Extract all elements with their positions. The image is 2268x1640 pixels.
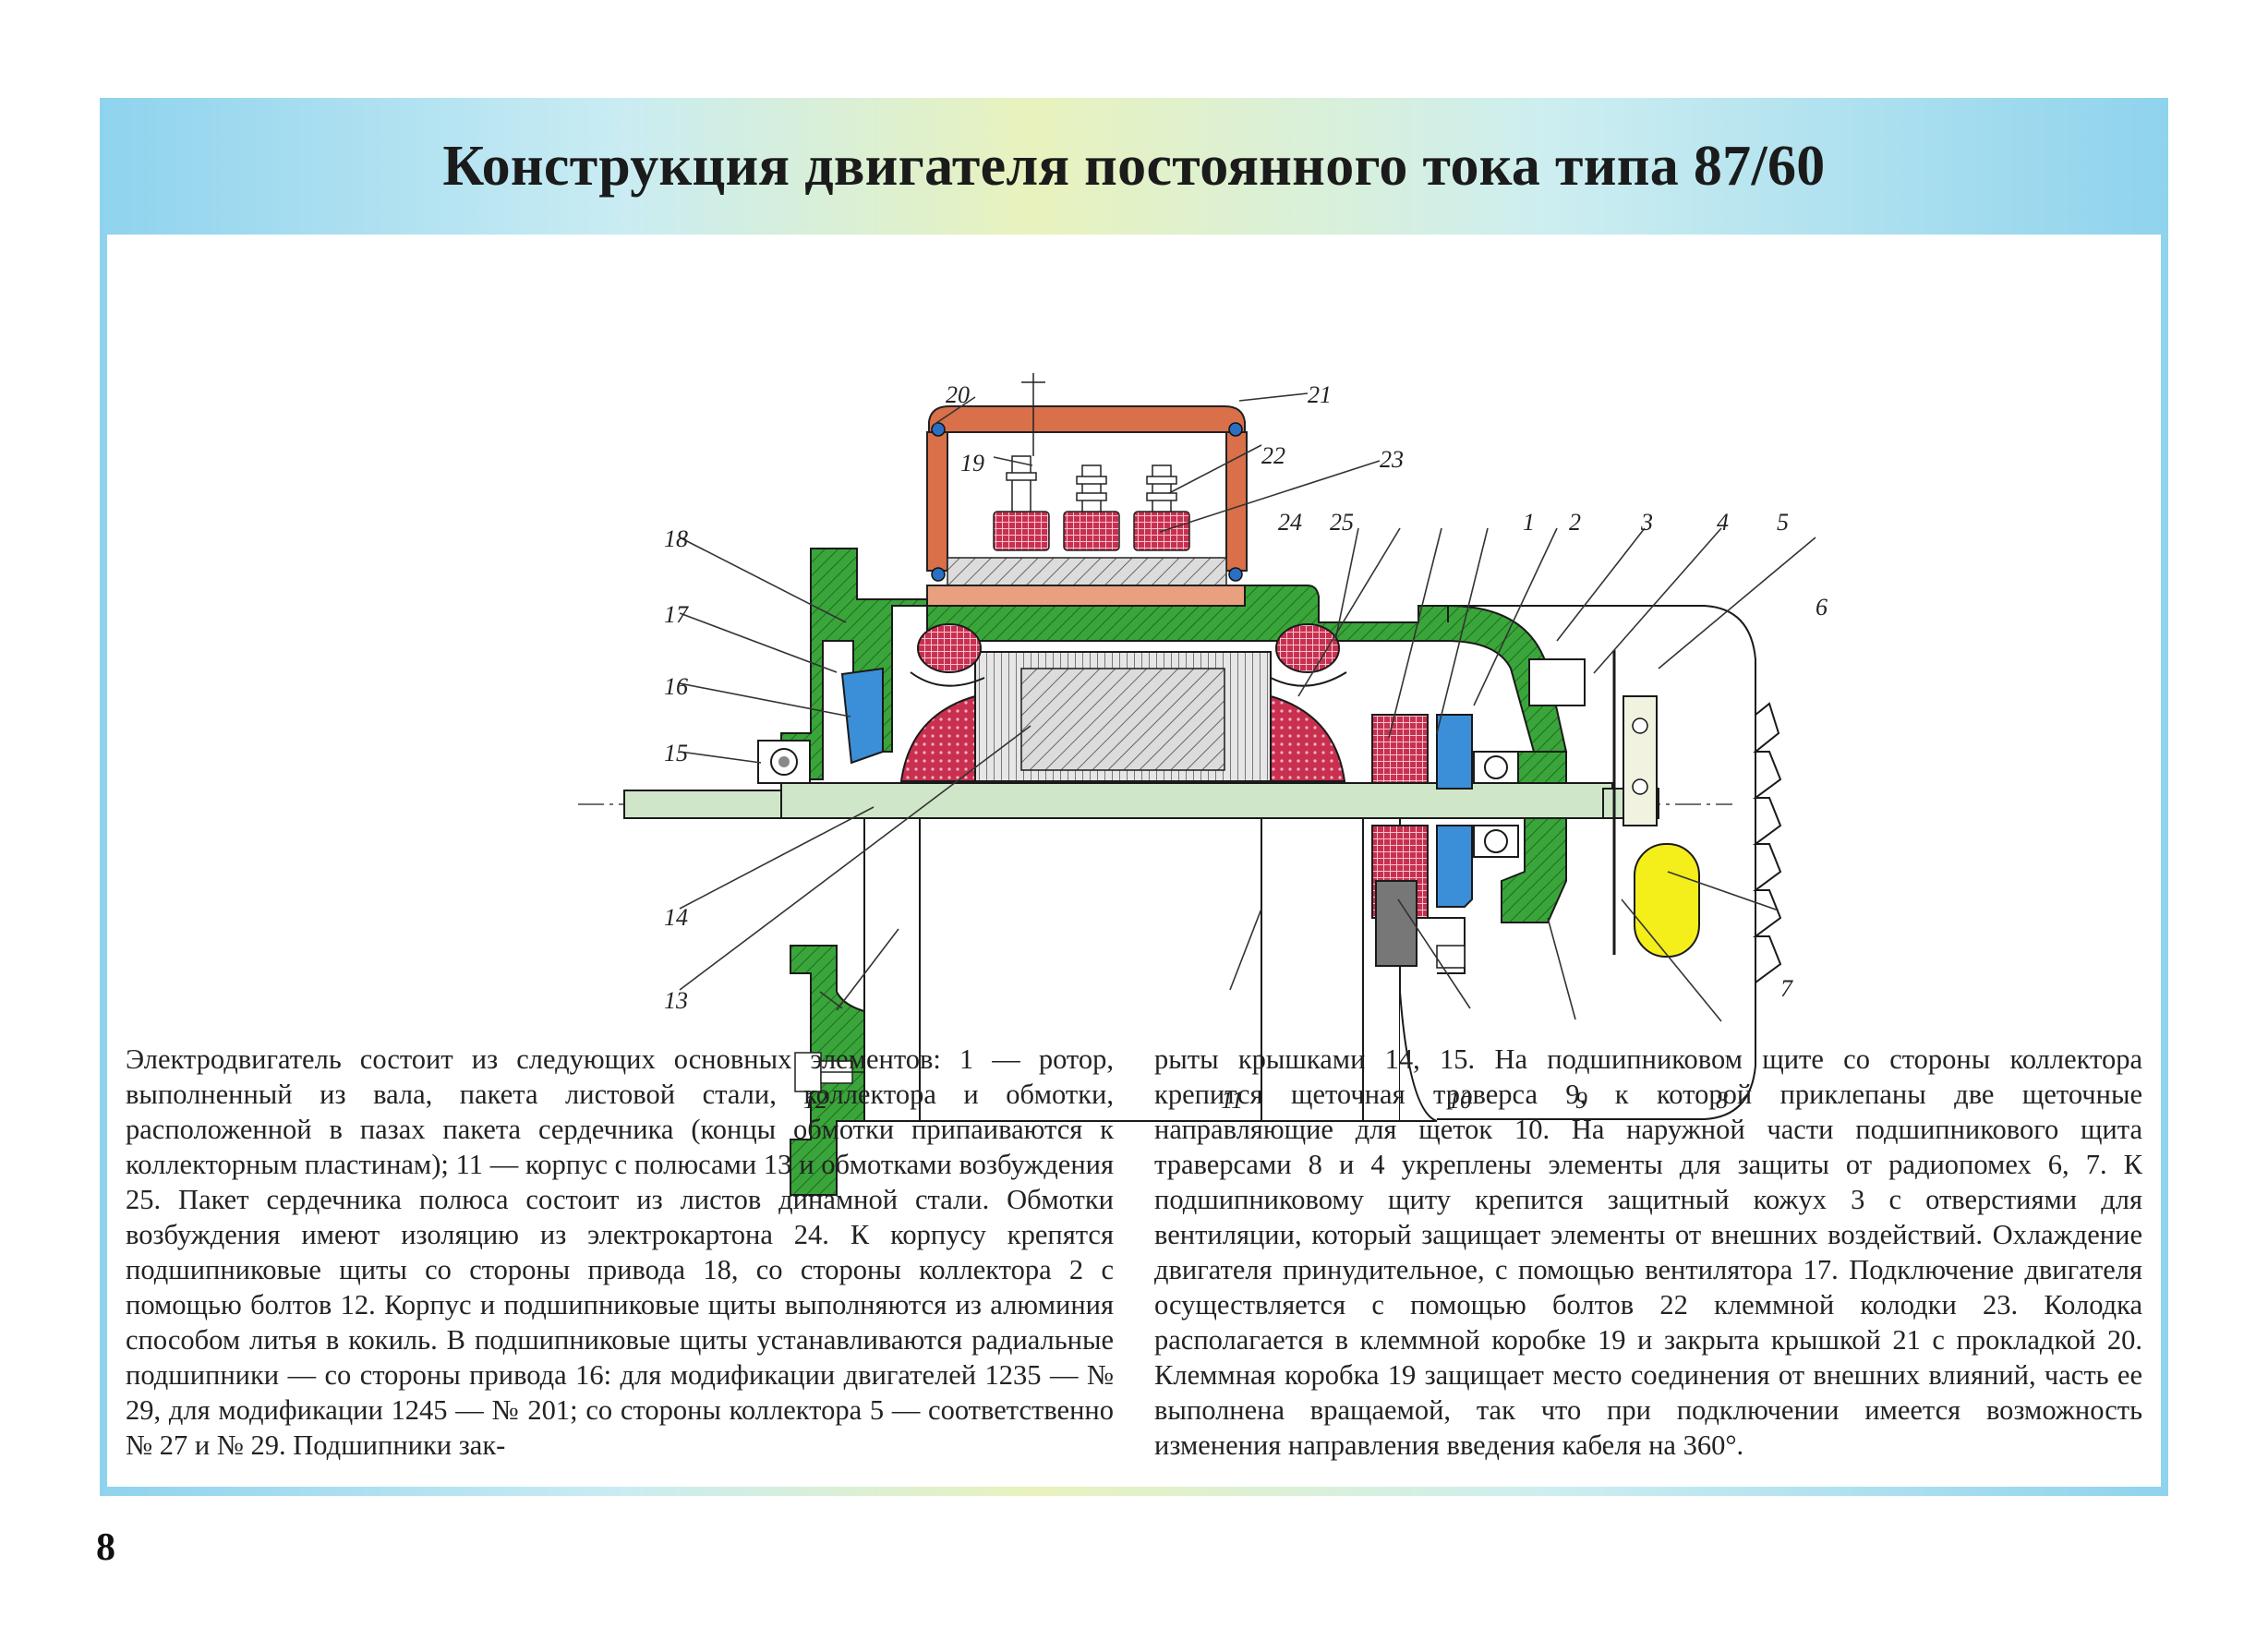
callout-5: 5 — [1777, 509, 1789, 536]
callout-22: 22 — [1261, 442, 1285, 469]
callout-24: 24 — [1278, 509, 1302, 536]
callout-11: 11 — [1221, 1087, 1243, 1114]
callout-18: 18 — [664, 525, 688, 552]
callout-20: 20 — [946, 381, 970, 408]
callout-23: 23 — [1380, 446, 1404, 473]
page-title: Конструкция двигателя постоянного тока т… — [442, 134, 1826, 198]
poster-frame: Конструкция двигателя постоянного тока т… — [100, 98, 2168, 1496]
title-band: Конструкция двигателя постоянного тока т… — [100, 98, 2168, 235]
callout-labels: 1 2 3 4 5 6 7 8 9 10 11 12 13 14 15 16 1… — [664, 381, 1828, 1114]
callout-3: 3 — [1640, 509, 1653, 536]
callout-16: 16 — [664, 673, 688, 700]
callout-14: 14 — [664, 904, 688, 931]
motor-cross-section-diagram: 1 2 3 4 5 6 7 8 9 10 11 12 13 14 15 16 1… — [578, 373, 1828, 1196]
callout-25: 25 — [1330, 509, 1354, 536]
motor-body — [863, 605, 1782, 1122]
collector-insulator-blue — [1436, 714, 1473, 790]
callout-12: 12 — [803, 1087, 827, 1114]
callout-1: 1 — [1523, 509, 1535, 536]
callout-10: 10 — [1448, 1087, 1472, 1114]
rotor — [899, 651, 1346, 782]
callout-6: 6 — [1816, 594, 1828, 621]
callout-17: 17 — [664, 601, 689, 628]
callout-21: 21 — [1308, 381, 1332, 408]
leader-lines — [679, 392, 1816, 1022]
housing — [780, 548, 1568, 1196]
callout-15: 15 — [664, 740, 688, 766]
callout-19: 19 — [960, 450, 984, 476]
content-panel: 1 2 3 4 5 6 7 8 9 10 11 12 13 14 15 16 1… — [107, 235, 2161, 1487]
terminal-box — [926, 373, 1248, 607]
callout-8: 8 — [1716, 1087, 1728, 1114]
bearing-insert-blue — [840, 667, 884, 765]
bearing-drive-end — [757, 740, 811, 784]
callout-2: 2 — [1569, 509, 1581, 536]
description-right-column: рыты крышками 14, 15. На подшипниковом щ… — [1154, 1043, 2142, 1461]
bearing-collector-end — [1473, 751, 1519, 858]
callout-7: 7 — [1780, 975, 1793, 1002]
callout-4: 4 — [1717, 509, 1729, 536]
shaft — [623, 782, 1659, 819]
description-left-column: Электродвигатель состоит из следующих ос… — [126, 1043, 1114, 1461]
radio-suppression — [1528, 650, 1700, 958]
page-number: 8 — [96, 1526, 115, 1569]
callout-9: 9 — [1575, 1087, 1587, 1114]
callout-13: 13 — [664, 987, 688, 1014]
commutator — [1371, 714, 1466, 974]
field-coils — [910, 623, 1347, 687]
